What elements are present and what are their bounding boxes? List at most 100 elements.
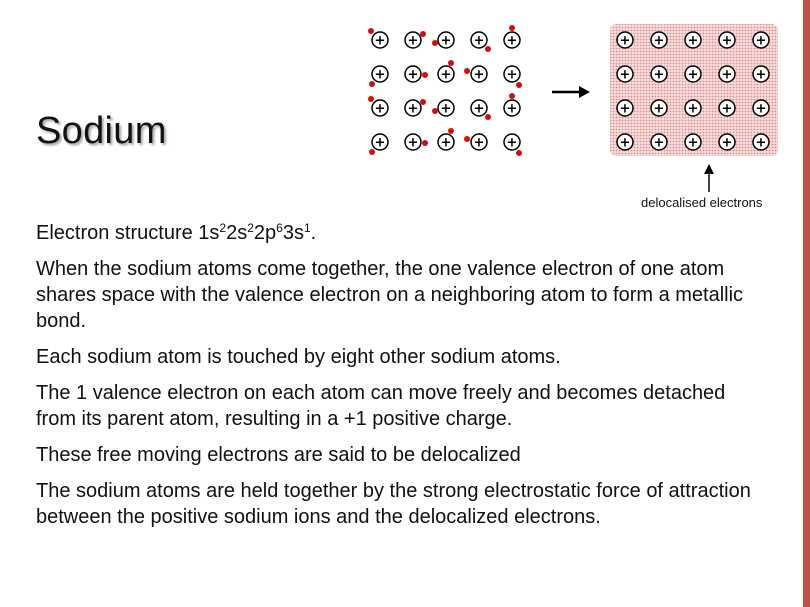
sodium-atom <box>503 65 521 83</box>
positive-charge-symbol: + <box>654 34 665 49</box>
valence-electron <box>432 40 438 46</box>
sodium-atom <box>404 65 422 83</box>
sodium-ion <box>752 133 770 151</box>
positive-charge-symbol: + <box>688 136 699 151</box>
positive-charge-symbol: + <box>620 102 631 117</box>
orbital-count-3: 1 <box>303 221 311 235</box>
sodium-ion <box>616 99 634 117</box>
positive-charge-symbol: + <box>688 68 699 83</box>
sodium-atom <box>404 99 422 117</box>
sodium-ion <box>684 31 702 49</box>
sodium-ion <box>650 65 668 83</box>
positive-charge-symbol: + <box>474 136 485 151</box>
sodium-atom <box>371 65 389 83</box>
sodium-atom <box>371 133 389 151</box>
valence-electron <box>368 96 374 102</box>
valence-electron <box>420 99 426 105</box>
sodium-ion <box>650 133 668 151</box>
sodium-ion <box>684 65 702 83</box>
valence-electron <box>420 31 426 37</box>
paragraph-delocalized: These free moving electrons are said to … <box>36 444 521 466</box>
positive-charge-symbol: + <box>620 68 631 83</box>
accent-bar <box>803 0 810 607</box>
positive-charge-symbol: + <box>756 34 767 49</box>
valence-electron <box>422 140 428 146</box>
sodium-ion <box>616 133 634 151</box>
sodium-atom <box>503 99 521 117</box>
positive-charge-symbol: + <box>722 34 733 49</box>
positive-charge-symbol: + <box>722 68 733 83</box>
sodium-ion <box>650 31 668 49</box>
orbital-1: 2s <box>226 222 248 244</box>
positive-charge-symbol: + <box>620 34 631 49</box>
positive-charge-symbol: + <box>654 102 665 117</box>
paragraph-valence-electron: The 1 valence electron on each atom can … <box>36 382 726 430</box>
valence-electron <box>448 128 454 134</box>
paragraph-electrostatic-force: The sodium atoms are held together by th… <box>36 480 751 528</box>
positive-charge-symbol: + <box>375 34 386 49</box>
sodium-atom <box>470 65 488 83</box>
sodium-ion <box>684 133 702 151</box>
electron-structure-line: Electron structure 1s22s22p63s1. <box>36 220 761 246</box>
metal-ions-lattice: ++++++++++++++++++++ <box>616 31 770 151</box>
sodium-ion <box>718 133 736 151</box>
positive-charge-symbol: + <box>408 136 419 151</box>
positive-charge-symbol: + <box>756 136 767 151</box>
sodium-atom <box>437 31 455 49</box>
orbital-count-2: 6 <box>276 221 283 235</box>
diagram-caption: delocalised electrons <box>641 195 763 210</box>
valence-electron <box>485 46 491 52</box>
arrow-up-icon <box>704 164 714 192</box>
valence-electron <box>509 93 515 99</box>
positive-charge-symbol: + <box>408 102 419 117</box>
positive-charge-symbol: + <box>375 102 386 117</box>
sodium-atom <box>470 31 488 49</box>
valence-electron <box>516 82 522 88</box>
positive-charge-symbol: + <box>688 34 699 49</box>
valence-electron <box>509 25 515 31</box>
positive-charge-symbol: + <box>756 102 767 117</box>
positive-charge-symbol: + <box>722 102 733 117</box>
positive-charge-symbol: + <box>474 34 485 49</box>
sodium-ion <box>616 65 634 83</box>
positive-charge-symbol: + <box>441 34 452 49</box>
sodium-ion <box>718 65 736 83</box>
sodium-ion <box>684 99 702 117</box>
valence-electron <box>369 149 375 155</box>
sodium-atom <box>371 99 389 117</box>
sodium-atom <box>404 31 422 49</box>
sodium-ion <box>718 31 736 49</box>
valence-electron <box>464 136 470 142</box>
valence-electron <box>369 81 375 87</box>
electron-sea <box>610 24 778 156</box>
sodium-atom <box>470 99 488 117</box>
sodium-atom <box>437 65 455 83</box>
metallic-bond-diagram: ++++++++++++++++++++ +++++++++++++++++++… <box>368 24 778 210</box>
slide-title: Sodium <box>36 110 167 152</box>
valence-electron <box>485 114 491 120</box>
positive-charge-symbol: + <box>756 68 767 83</box>
positive-charge-symbol: + <box>654 136 665 151</box>
sodium-atom <box>371 31 389 49</box>
valence-electron <box>368 28 374 34</box>
electron-structure-suffix: . <box>310 222 317 244</box>
positive-charge-symbol: + <box>507 34 518 49</box>
sodium-atom <box>437 99 455 117</box>
slide-body: Electron structure 1s22s22p63s1. When th… <box>36 220 761 540</box>
orbital-2: 2p <box>253 222 277 244</box>
positive-charge-symbol: + <box>441 136 452 151</box>
valence-electron <box>422 72 428 78</box>
valence-electron <box>464 68 470 74</box>
sodium-atom <box>470 133 488 151</box>
valence-electron <box>432 108 438 114</box>
orbital-3: 3s <box>282 222 304 244</box>
positive-charge-symbol: + <box>688 102 699 117</box>
positive-charge-symbol: + <box>441 68 452 83</box>
positive-charge-symbol: + <box>474 102 485 117</box>
sodium-atom <box>503 31 521 49</box>
positive-charge-symbol: + <box>722 136 733 151</box>
orbital-count-0: 2 <box>219 221 227 235</box>
positive-charge-symbol: + <box>375 136 386 151</box>
sodium-ion <box>650 99 668 117</box>
positive-charge-symbol: + <box>441 102 452 117</box>
